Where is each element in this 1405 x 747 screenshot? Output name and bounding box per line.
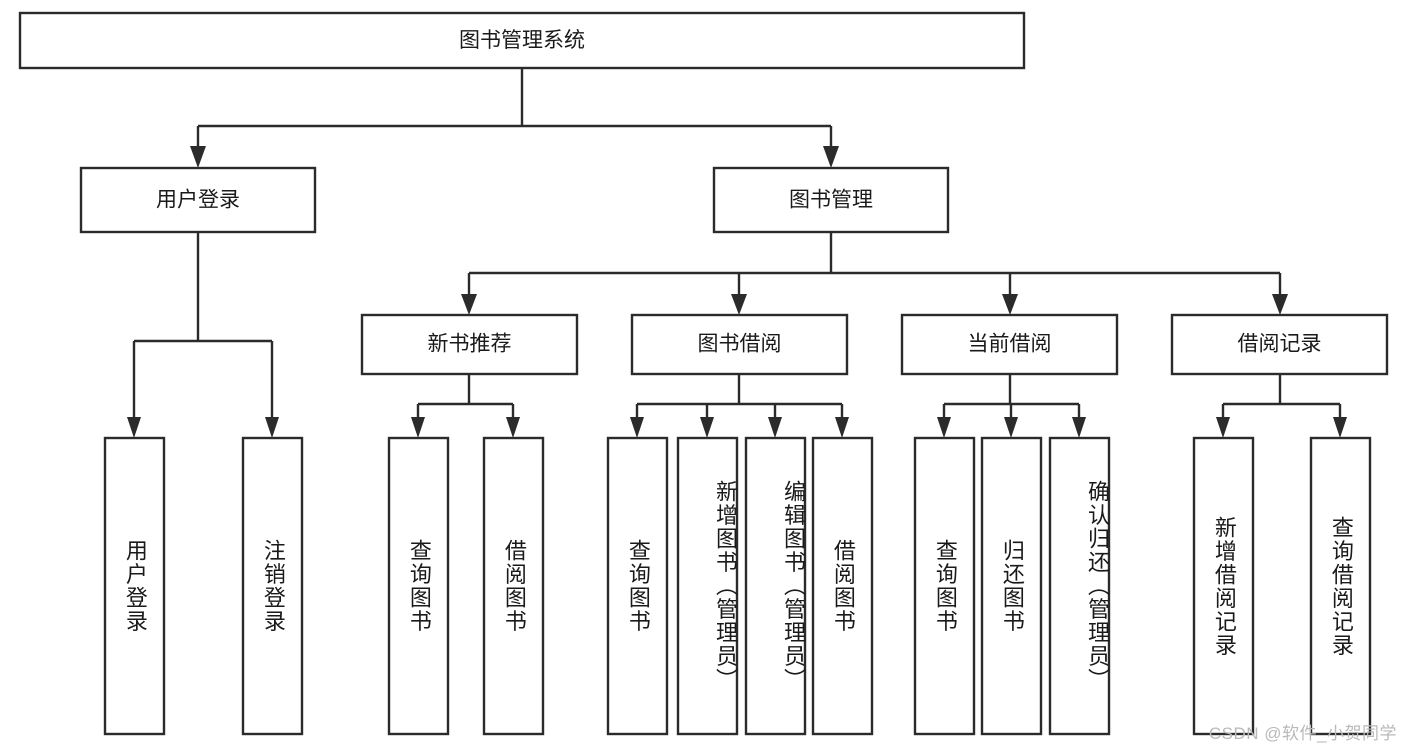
connector-user-login-to-leaves <box>127 232 279 438</box>
arrow-head-icon <box>768 417 782 438</box>
leaf-box-current-borrow-1[interactable] <box>980 436 1043 736</box>
leaf-box-new-book-recommend-1[interactable] <box>482 436 545 736</box>
connector-borrow-record-to-leaves <box>1216 374 1347 438</box>
node-current-borrow-label: 当前借阅 <box>968 333 1052 356</box>
arrow-head-icon <box>1072 417 1086 438</box>
arrow-head-icon <box>506 417 520 438</box>
node-user-login-label: 用户登录 <box>156 189 240 212</box>
arrow-head-icon <box>937 417 951 438</box>
node-new-book-recommend[interactable]: 新书推荐 <box>360 313 579 376</box>
leaf-box-borrow-record-0[interactable] <box>1192 436 1255 736</box>
arrow-head-icon <box>1216 417 1230 438</box>
arrow-head-icon <box>127 417 141 438</box>
leaf-box-new-book-recommend-0[interactable] <box>387 436 450 736</box>
connector-new-book-recommend-to-leaves <box>411 374 520 438</box>
leaf-box-current-borrow-2[interactable] <box>1048 436 1111 736</box>
arrow-head-icon <box>700 417 714 438</box>
csdn-watermark: CSDN @软件_小贺同学 <box>1208 724 1397 743</box>
arrow-head-icon <box>461 294 477 315</box>
arrow-head-icon <box>1002 294 1018 315</box>
node-new-book-recommend-label: 新书推荐 <box>428 333 512 356</box>
node-borrow-record[interactable]: 借阅记录 <box>1170 313 1389 376</box>
node-root[interactable]: 图书管理系统 <box>18 11 1026 70</box>
leaf-box-user-login-0[interactable] <box>103 436 166 736</box>
arrow-head-icon <box>1004 417 1018 438</box>
leaf-box-current-borrow-0[interactable] <box>913 436 976 736</box>
node-new-book-recommend-box[interactable] <box>360 313 579 376</box>
node-book-borrow[interactable]: 图书借阅 <box>630 313 849 376</box>
arrow-head-icon <box>190 146 206 168</box>
connector-current-borrow-to-leaves <box>937 374 1086 438</box>
arrow-head-icon <box>630 417 644 438</box>
arrow-head-icon <box>835 417 849 438</box>
arrow-head-icon <box>731 294 747 315</box>
arrow-head-icon <box>265 417 279 438</box>
node-book-management-label: 图书管理 <box>789 189 873 212</box>
leaf-box-user-login-1[interactable] <box>241 436 304 736</box>
arrow-head-icon <box>411 417 425 438</box>
node-current-borrow[interactable]: 当前借阅 <box>900 313 1119 376</box>
leaf-box-book-borrow-0[interactable] <box>606 436 669 736</box>
node-book-management[interactable]: 图书管理 <box>712 166 950 234</box>
leaf-box-book-borrow-2[interactable] <box>744 436 807 736</box>
node-borrow-record-label: 借阅记录 <box>1238 333 1322 356</box>
leaf-box-book-borrow-3[interactable] <box>811 436 874 736</box>
connector-root-to-level2 <box>190 68 839 168</box>
node-book-borrow-label: 图书借阅 <box>698 333 782 356</box>
node-root-label: 图书管理系统 <box>459 29 585 52</box>
node-root-box[interactable] <box>18 11 1026 70</box>
node-current-borrow-box[interactable] <box>900 313 1119 376</box>
arrow-head-icon <box>823 146 839 168</box>
connector-book-borrow-to-leaves <box>630 374 849 438</box>
node-user-login-box[interactable] <box>79 166 317 234</box>
connector-book-management-to-level3 <box>461 232 1288 315</box>
node-user-login[interactable]: 用户登录 <box>79 166 317 234</box>
leaf-box-book-borrow-1[interactable] <box>676 436 739 736</box>
arrow-head-icon <box>1272 294 1288 315</box>
arrow-head-icon <box>1333 417 1347 438</box>
leaf-box-borrow-record-1[interactable] <box>1309 436 1372 736</box>
